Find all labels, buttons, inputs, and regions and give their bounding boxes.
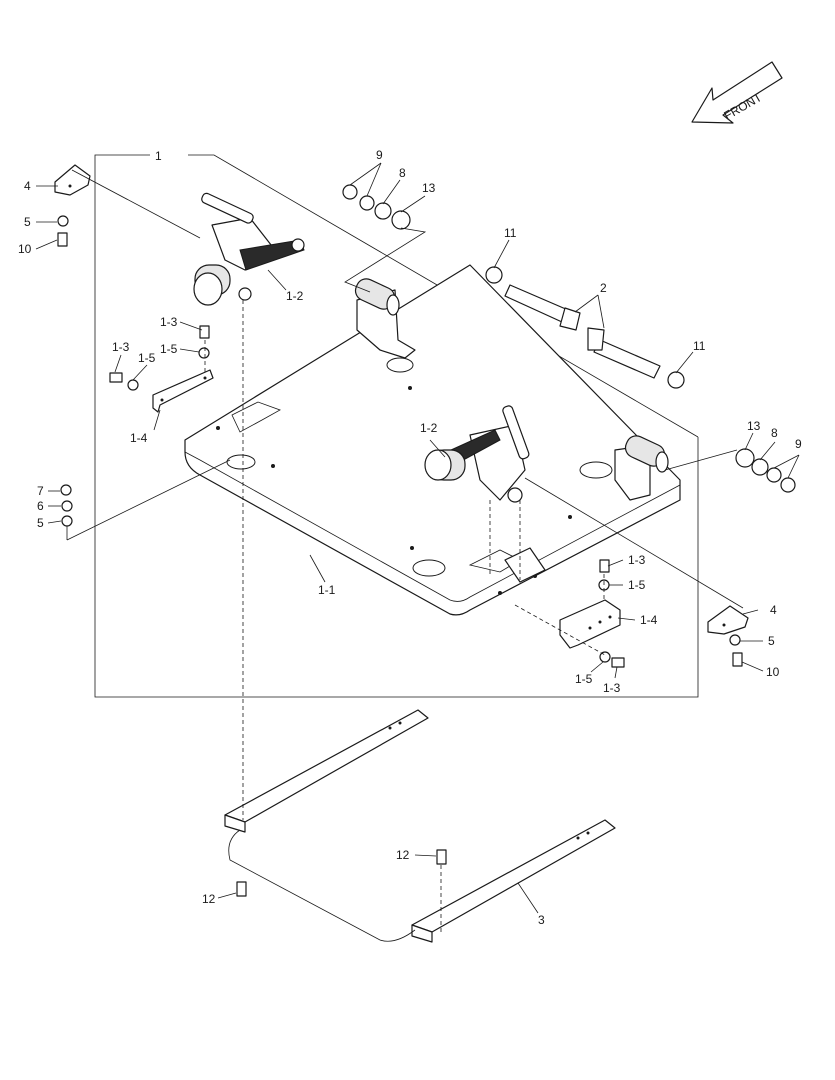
callout-1-3-right-upper: 1-3 bbox=[628, 553, 646, 567]
callout-5-upper-left: 5 bbox=[24, 215, 31, 229]
callout-1-4-left: 1-4 bbox=[130, 431, 148, 445]
callout-5-lower-left: 5 bbox=[37, 516, 44, 530]
callout-10-right: 10 bbox=[766, 665, 780, 679]
callout-13-upper: 13 bbox=[422, 181, 436, 195]
callout-2: 2 bbox=[600, 281, 607, 295]
callout-9-right: 9 bbox=[795, 437, 802, 451]
callout-8-upper: 8 bbox=[399, 166, 406, 180]
callout-labels: 1 1-1 1-2 1-2 1-3 1-3 1-3 1-3 1-4 1-4 1-… bbox=[18, 148, 802, 927]
callout-12-left: 12 bbox=[202, 892, 216, 906]
callout-1-5-right-upper: 1-5 bbox=[628, 578, 646, 592]
latch-lever-left bbox=[193, 192, 305, 306]
callout-7: 7 bbox=[37, 484, 44, 498]
stay-bracket-left bbox=[152, 369, 214, 413]
pivot-pin-right bbox=[587, 327, 661, 379]
front-arrow-icon: FRONT bbox=[691, 61, 783, 124]
assembly-boundary bbox=[94, 154, 699, 698]
connecting-rod bbox=[228, 829, 416, 942]
callout-13-right: 13 bbox=[747, 419, 761, 433]
callout-1-2-upper: 1-2 bbox=[286, 289, 304, 303]
callout-6: 6 bbox=[37, 499, 44, 513]
slide-rail-right bbox=[411, 819, 616, 943]
callout-1-3-left-upper: 1-3 bbox=[160, 315, 178, 329]
bracket-4-right bbox=[707, 605, 749, 635]
callout-1-5-left: 1-5 bbox=[138, 351, 156, 365]
callout-10-left: 10 bbox=[18, 242, 32, 256]
callout-1-1: 1-1 bbox=[318, 583, 336, 597]
callout-8-right: 8 bbox=[771, 426, 778, 440]
callout-1-3-right-lower: 1-3 bbox=[603, 681, 621, 695]
callout-11-upper: 11 bbox=[504, 226, 517, 240]
slide-rail-left bbox=[224, 709, 429, 833]
callout-4-left: 4 bbox=[24, 179, 31, 193]
callout-3: 3 bbox=[538, 913, 545, 927]
callout-11-right: 11 bbox=[693, 339, 706, 353]
callout-1-5-right-lower: 1-5 bbox=[575, 672, 593, 686]
callout-4-right: 4 bbox=[770, 603, 777, 617]
callout-1: 1 bbox=[155, 149, 162, 163]
bracket-4-left bbox=[54, 164, 91, 196]
callout-12-right: 12 bbox=[396, 848, 410, 862]
pivot-pin-left bbox=[504, 284, 581, 331]
stay-bracket-right bbox=[559, 599, 621, 649]
leader-lines bbox=[35, 162, 800, 935]
base-plate bbox=[184, 264, 681, 616]
callout-9-upper: 9 bbox=[376, 148, 383, 162]
hinge-bracket-left bbox=[354, 278, 416, 359]
callout-1-5-left-upper: 1-5 bbox=[160, 342, 178, 356]
hinge-bracket-right bbox=[614, 435, 669, 501]
latch-lever-right bbox=[424, 405, 530, 503]
callout-1-4-right: 1-4 bbox=[640, 613, 658, 627]
callout-5-right: 5 bbox=[768, 634, 775, 648]
callout-1-3-left: 1-3 bbox=[112, 340, 130, 354]
callout-1-2-lower: 1-2 bbox=[420, 421, 438, 435]
